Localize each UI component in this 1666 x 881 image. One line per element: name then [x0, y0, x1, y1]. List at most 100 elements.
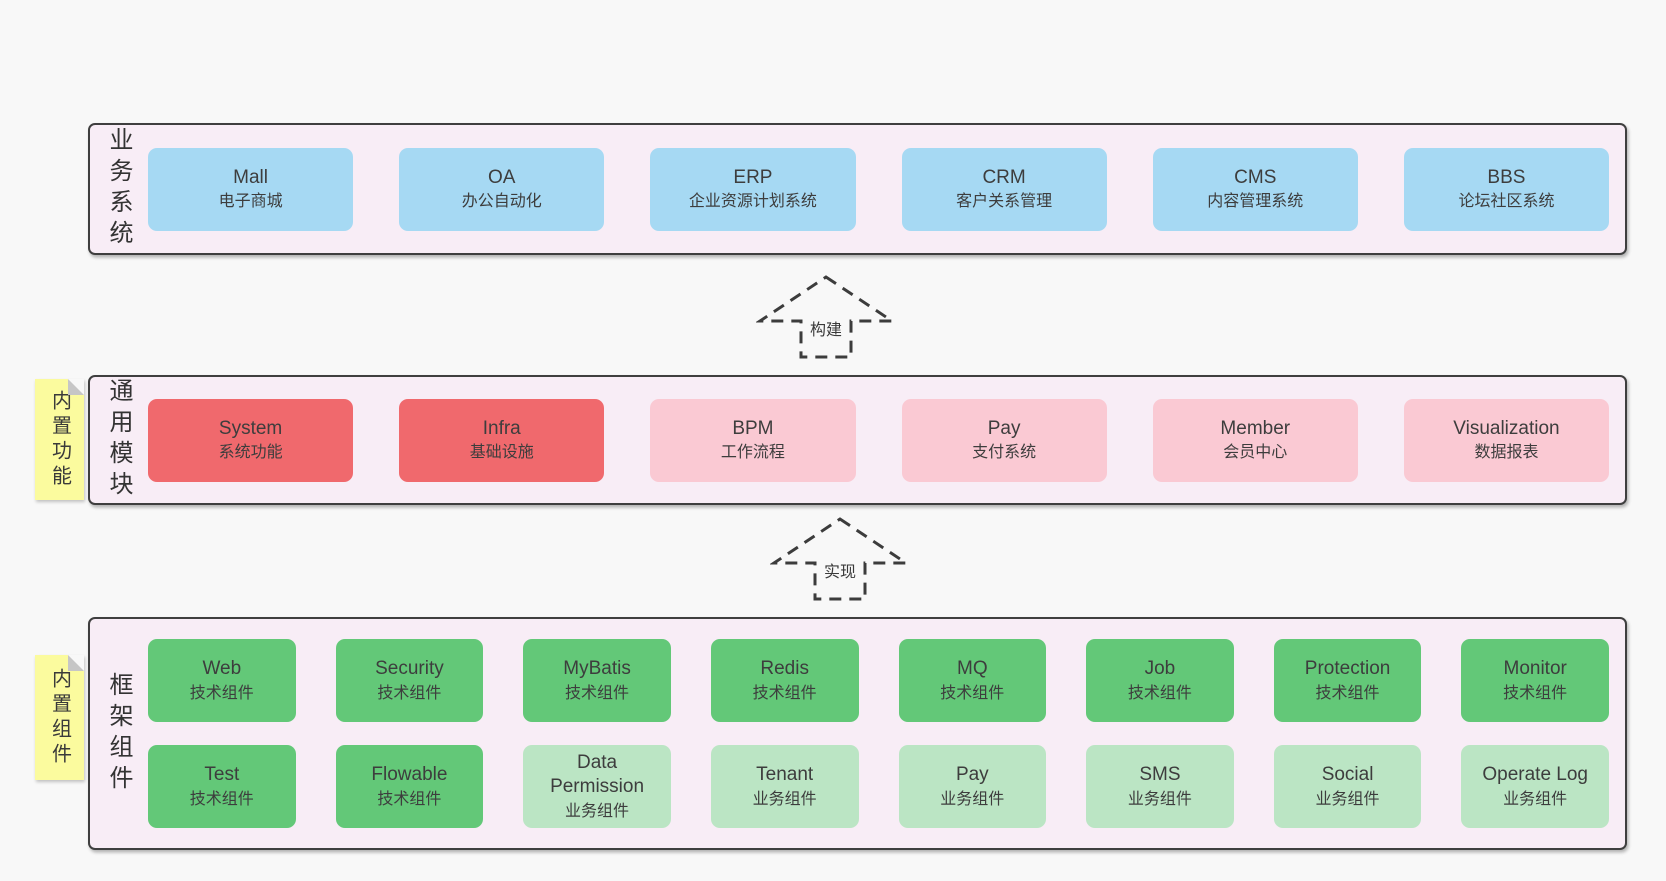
box-mybatis: MyBatis 技术组件: [523, 639, 671, 722]
box-title: Web: [202, 658, 242, 680]
box-title: Job: [1144, 658, 1176, 680]
box-subtitle: 数据报表: [1474, 444, 1539, 462]
box-subtitle: 业务组件: [1503, 790, 1568, 808]
box-title: BBS: [1487, 166, 1526, 188]
box-tenant: Tenant 业务组件: [710, 745, 859, 828]
box-subtitle: 办公自动化: [461, 193, 542, 211]
common-modules-section: 通用模块 System 系统功能 Infra 基础设施 BPM 工作流程 Pay…: [88, 375, 1627, 505]
box-pay-component: Pay 业务组件: [898, 745, 1047, 828]
box-title: Visualization: [1453, 417, 1560, 439]
box-title: Mall: [233, 166, 268, 188]
box-redis: Redis 技术组件: [710, 639, 859, 722]
common-modules-container: 通用模块 System 系统功能 Infra 基础设施 BPM 工作流程 Pay…: [88, 375, 1627, 505]
business-systems-boxes: Mall 电子商城 OA 办公自动化 ERP 企业资源计划系统 CRM 客户关系…: [148, 147, 1610, 231]
box-subtitle: 会员中心: [1223, 444, 1288, 462]
box-subtitle: 技术组件: [940, 684, 1005, 702]
box-subtitle: 论坛社区系统: [1458, 193, 1555, 211]
box-subtitle: 基础设施: [469, 444, 534, 462]
box-title: Flowable: [371, 764, 448, 786]
business-systems-label: 业务系统: [105, 127, 132, 251]
builtin-components-tab: 内置组件: [35, 655, 84, 780]
box-title: Security: [375, 658, 444, 680]
box-social: Social 业务组件: [1273, 745, 1422, 828]
common-modules-boxes: System 系统功能 Infra 基础设施 BPM 工作流程 Pay 支付系统…: [148, 398, 1610, 482]
box-visualization: Visualization 数据报表: [1403, 398, 1610, 482]
box-title: MQ: [957, 658, 988, 680]
box-flowable: Flowable 技术组件: [335, 745, 484, 828]
box-title: Member: [1220, 417, 1291, 439]
box-subtitle: 技术组件: [189, 684, 254, 702]
framework-components-container: 框架组件 Web 技术组件 Security 技术组件 MyBatis 技术组件…: [88, 617, 1627, 850]
box-subtitle: 业务组件: [1127, 790, 1192, 808]
box-title: Test: [204, 764, 240, 786]
box-title: Social: [1321, 764, 1374, 786]
box-subtitle: 技术组件: [1127, 684, 1192, 702]
box-subtitle: 技术组件: [1503, 684, 1568, 702]
box-title: ERP: [733, 166, 773, 188]
box-subtitle: 客户关系管理: [956, 193, 1053, 211]
box-title: CMS: [1234, 166, 1277, 188]
business-systems-section: 业务系统 Mall 电子商城 OA 办公自动化 ERP 企业资源计划系统 CRM…: [88, 123, 1627, 255]
build-arrow-label: 构建: [806, 315, 846, 341]
box-erp: ERP 企业资源计划系统: [650, 147, 856, 231]
box-data-permission: Data Permission 业务组件: [523, 745, 671, 828]
box-title: System: [218, 417, 283, 439]
box-monitor: Monitor 技术组件: [1461, 639, 1609, 722]
box-title: Redis: [760, 658, 809, 680]
box-member: Member 会员中心: [1152, 398, 1358, 482]
box-subtitle: 业务组件: [565, 802, 630, 820]
box-title: Operate Log: [1482, 764, 1588, 786]
box-cms: CMS 内容管理系统: [1152, 147, 1358, 231]
box-title: SMS: [1139, 764, 1181, 786]
folded-corner-icon: [68, 655, 84, 671]
framework-components-row-1: Web 技术组件 Security 技术组件 MyBatis 技术组件 Redi…: [148, 639, 1609, 722]
box-operate-log: Operate Log 业务组件: [1461, 745, 1609, 828]
box-subtitle: 支付系统: [972, 444, 1037, 462]
implement-arrow: 实现: [770, 516, 910, 602]
box-subtitle: 工作流程: [720, 444, 785, 462]
framework-components-label: 框架组件: [105, 671, 132, 796]
box-title: Data Permission: [550, 752, 645, 797]
box-title: OA: [488, 166, 516, 188]
builtin-functions-tab: 内置功能: [35, 379, 84, 500]
dashed-up-arrow-icon: [756, 275, 896, 359]
framework-components-row-2: Test 技术组件 Flowable 技术组件 Data Permission …: [148, 745, 1609, 828]
framework-components-grid: Web 技术组件 Security 技术组件 MyBatis 技术组件 Redi…: [148, 639, 1609, 828]
business-systems-container: 业务系统 Mall 电子商城 OA 办公自动化 ERP 企业资源计划系统 CRM…: [88, 123, 1627, 255]
box-title: Pay: [987, 417, 1021, 439]
box-test: Test 技术组件: [148, 745, 296, 828]
box-title: Infra: [482, 417, 521, 439]
dashed-up-arrow-icon: [770, 517, 910, 601]
box-bpm: BPM 工作流程: [650, 398, 856, 482]
box-subtitle: 业务组件: [940, 790, 1005, 808]
box-bbs: BBS 论坛社区系统: [1403, 147, 1610, 231]
box-title: Monitor: [1503, 658, 1567, 680]
box-oa: OA 办公自动化: [399, 147, 605, 231]
box-title: Protection: [1304, 658, 1391, 680]
box-subtitle: 企业资源计划系统: [688, 193, 817, 211]
box-protection: Protection 技术组件: [1273, 639, 1422, 722]
box-title: BPM: [732, 417, 774, 439]
box-pay-module: Pay 支付系统: [901, 398, 1107, 482]
box-subtitle: 电子商城: [218, 193, 283, 211]
box-subtitle: 技术组件: [189, 790, 254, 808]
box-subtitle: 技术组件: [377, 684, 442, 702]
box-title: CRM: [982, 166, 1026, 188]
box-title: MyBatis: [563, 658, 631, 680]
box-sms: SMS 业务组件: [1086, 745, 1234, 828]
box-job: Job 技术组件: [1086, 639, 1234, 722]
box-subtitle: 内容管理系统: [1207, 193, 1304, 211]
implement-arrow-label: 实现: [820, 557, 860, 583]
box-title: Pay: [955, 764, 989, 786]
box-subtitle: 技术组件: [1315, 684, 1380, 702]
box-web: Web 技术组件: [148, 639, 296, 722]
build-arrow: 构建: [756, 274, 896, 360]
box-subtitle: 业务组件: [752, 790, 817, 808]
box-subtitle: 技术组件: [565, 684, 630, 702]
box-security: Security 技术组件: [335, 639, 484, 722]
box-subtitle: 业务组件: [1315, 790, 1380, 808]
box-subtitle: 技术组件: [752, 684, 817, 702]
builtin-components-tab-label: 内置组件: [48, 667, 71, 768]
box-crm: CRM 客户关系管理: [901, 147, 1107, 231]
framework-components-section: 框架组件 Web 技术组件 Security 技术组件 MyBatis 技术组件…: [88, 617, 1627, 850]
